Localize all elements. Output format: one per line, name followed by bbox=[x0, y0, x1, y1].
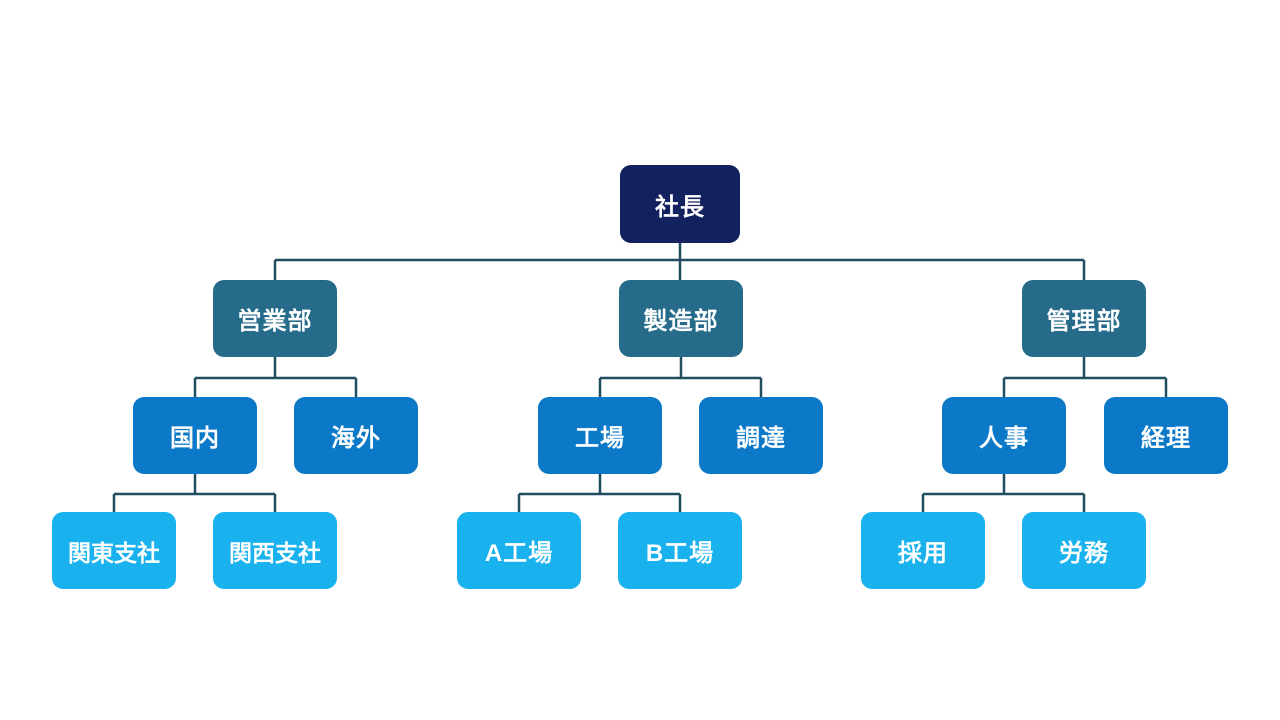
node-kansai-branch: 関西支社 bbox=[213, 512, 337, 589]
node-sales-dept: 営業部 bbox=[213, 280, 337, 357]
node-accounting: 経理 bbox=[1104, 397, 1228, 474]
node-factory-b: B工場 bbox=[618, 512, 742, 589]
node-factory-a: A工場 bbox=[457, 512, 581, 589]
node-president: 社長 bbox=[620, 165, 740, 243]
node-labor: 労務 bbox=[1022, 512, 1146, 589]
node-factory: 工場 bbox=[538, 397, 662, 474]
node-procurement: 調達 bbox=[699, 397, 823, 474]
node-hr: 人事 bbox=[942, 397, 1066, 474]
node-manufacturing-dept: 製造部 bbox=[619, 280, 743, 357]
node-kanto-branch: 関東支社 bbox=[52, 512, 176, 589]
node-admin-dept: 管理部 bbox=[1022, 280, 1146, 357]
node-overseas: 海外 bbox=[294, 397, 418, 474]
node-domestic: 国内 bbox=[133, 397, 257, 474]
node-recruitment: 採用 bbox=[861, 512, 985, 589]
